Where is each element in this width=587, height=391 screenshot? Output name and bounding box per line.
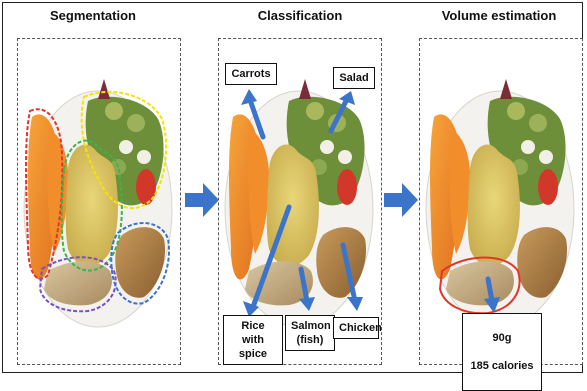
label-rice: Rice with spice	[223, 315, 283, 365]
label-chicken: Chicken	[333, 317, 379, 339]
stage-title-segmentation: Segmentation	[31, 8, 155, 23]
flow-arrow-2	[384, 183, 418, 217]
stage-title-classification: Classification	[228, 8, 372, 23]
classification-panel: Carrots Salad Rice with spice Salmon (fi…	[218, 38, 382, 365]
volume-estimation-panel: 90g 185 calories	[419, 38, 583, 365]
flow-arrow-1	[185, 183, 219, 217]
label-salad: Salad	[333, 67, 375, 89]
volume-calories: 185 calories	[468, 359, 536, 373]
segmentation-image	[18, 39, 182, 366]
volume-result-box: 90g 185 calories	[462, 313, 542, 391]
label-carrots: Carrots	[225, 63, 277, 85]
label-salmon: Salmon (fish)	[285, 315, 335, 351]
volume-weight: 90g	[468, 331, 536, 345]
segmentation-panel	[17, 38, 181, 365]
stage-title-volume-estimation: Volume estimation	[424, 8, 574, 23]
